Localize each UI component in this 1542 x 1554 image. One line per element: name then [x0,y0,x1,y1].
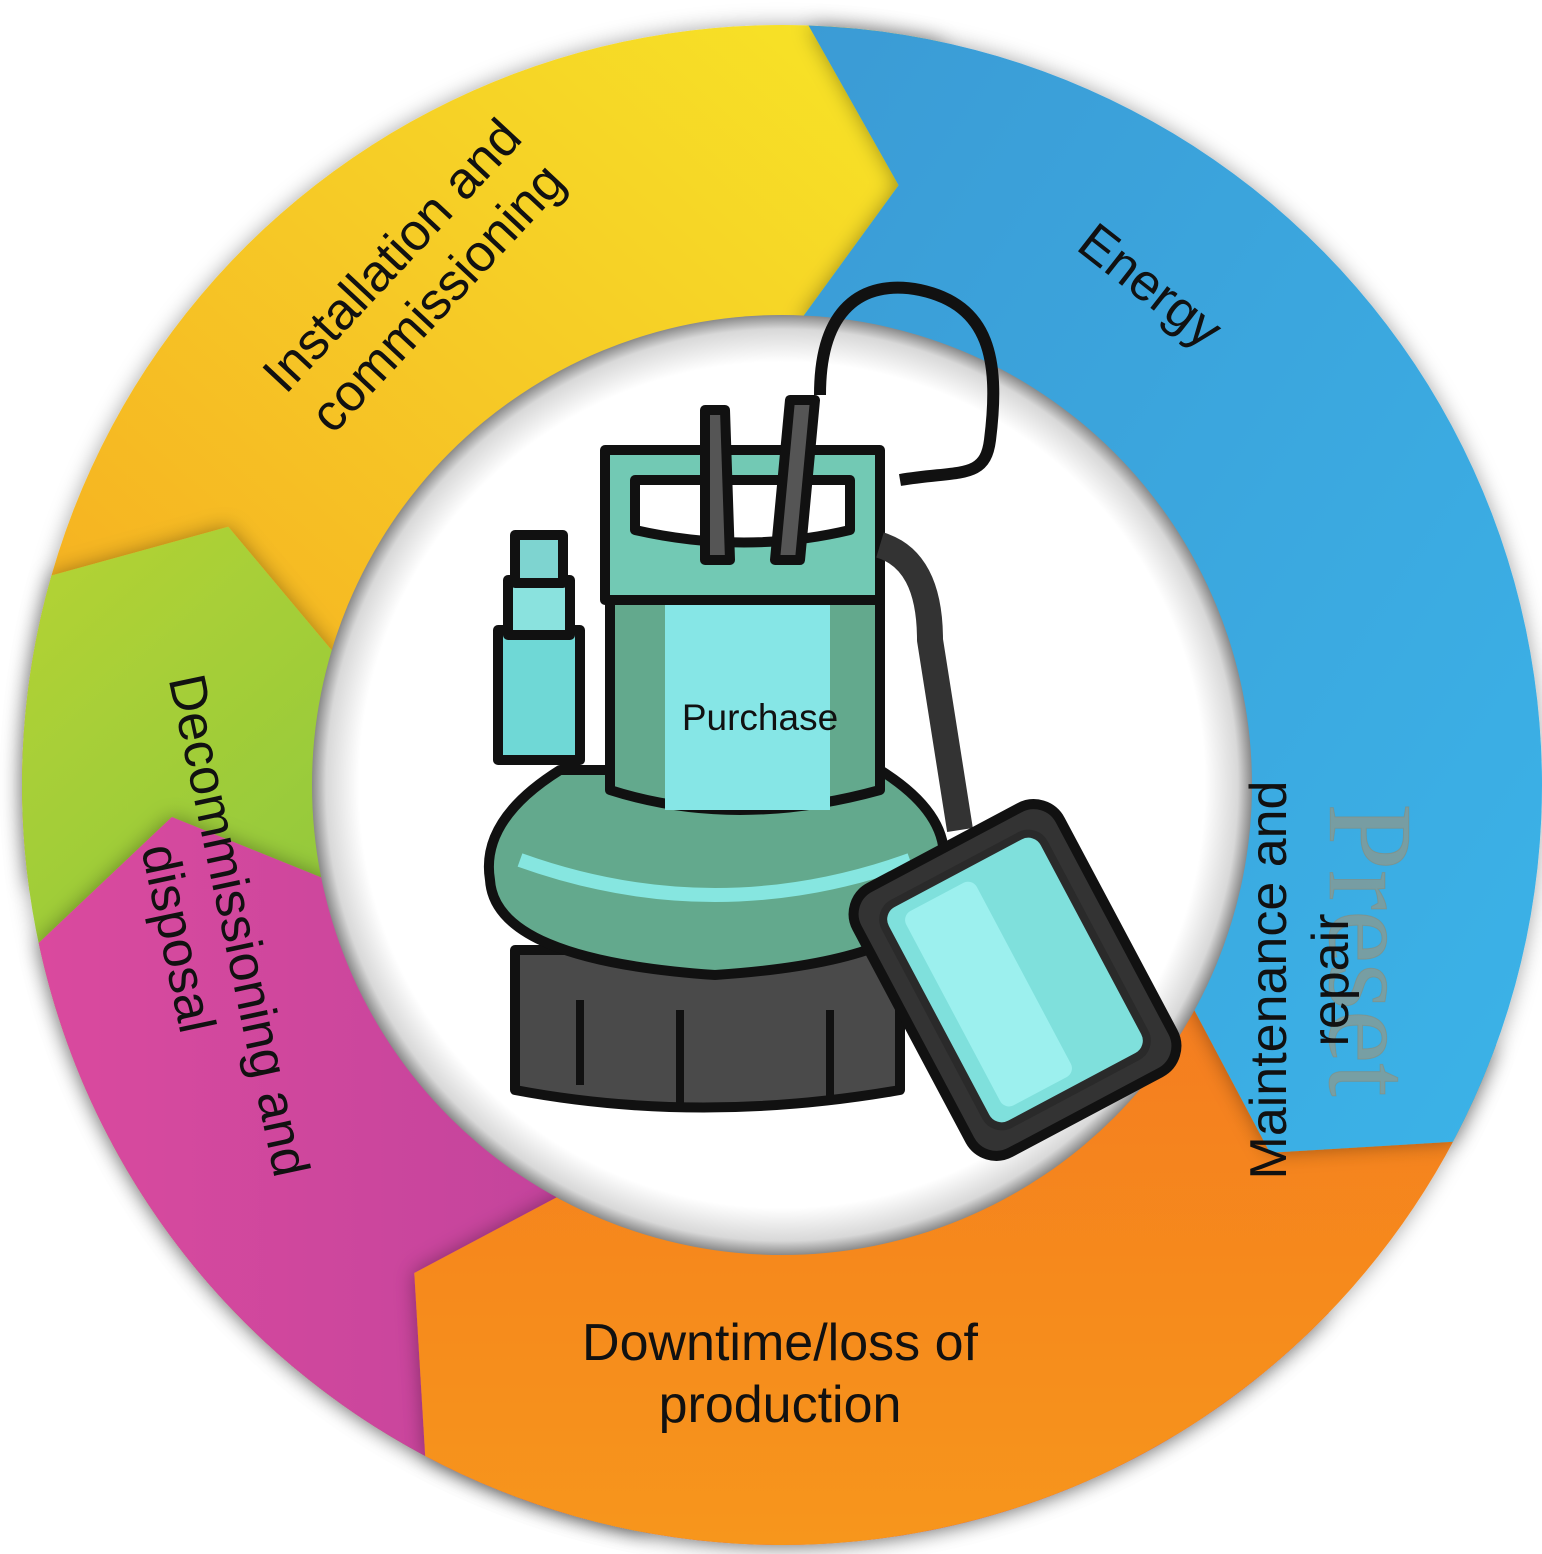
pump-cylinder-label-panel [665,605,830,810]
pump-outlet [493,625,585,765]
pump-outlet-top [510,530,568,588]
pump-lower-highlight [517,853,913,902]
pump-cable [814,281,1000,486]
label-downtime-line-2: production [658,1376,902,1434]
label-maintenance-line-2: repair [1302,913,1360,1047]
pump-base-feet [576,1000,834,1105]
center-label-purchase: Purchase [681,697,839,738]
pump-base [510,945,905,1113]
pump-illustration [483,281,1182,1161]
label-maintenance: Maintenance and repair [1238,730,1362,1230]
pump-prong-left [700,405,735,565]
pump-handle-opening [630,475,855,548]
pump-prong-right [770,395,820,565]
segments-group [21,25,1542,1546]
label-downtime-line-1: Downtime/loss of [582,1314,978,1372]
pump-float-cord [875,532,973,833]
float-switch [848,799,1182,1161]
pump-outlet-cap [503,575,575,640]
watermark-text: Preset [1304,803,1437,1096]
label-maintenance-line-1: Maintenance and [1240,780,1298,1180]
label-downtime: Downtime/loss of production [520,1312,1040,1436]
segment-energy [798,25,1542,1153]
segment-maintenance [414,943,1497,1546]
